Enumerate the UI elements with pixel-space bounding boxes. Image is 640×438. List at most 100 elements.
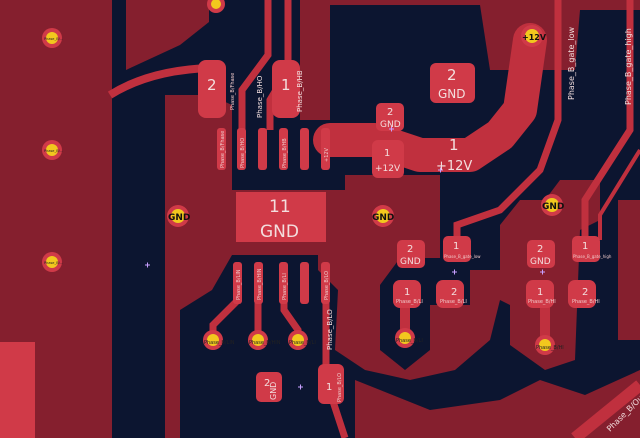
label-ic-bot-3: Phase_B/LI: [282, 273, 288, 300]
ic-pin-top-3[interactable]: [258, 128, 267, 170]
label-gnd-pad-num: 2: [447, 66, 457, 84]
via-lin[interactable]: [203, 330, 223, 350]
ic-pin-top-1[interactable]: [217, 128, 226, 170]
label-phase-ho: Phase_B/HO: [256, 75, 264, 118]
connector-pad-1-upper[interactable]: [272, 60, 300, 118]
res-r-pad-2[interactable]: [568, 280, 596, 308]
label-gnd-r1-num: 2: [537, 244, 543, 255]
ic-pin-top-2[interactable]: [237, 128, 246, 170]
via-hi[interactable]: [535, 335, 555, 355]
label-gate-high-num: 1: [582, 241, 588, 252]
label-res-r-net1: Phase_B/HI: [528, 299, 556, 305]
label-gnd-small-num: 2: [387, 107, 393, 118]
label-gnd-via-center: GND: [372, 213, 394, 223]
copper-pour-right-edge: [618, 200, 640, 340]
ic-pin-bot-4[interactable]: [300, 262, 309, 304]
gnd-via-right[interactable]: [541, 194, 563, 216]
label-pad11-net: GND: [260, 222, 299, 242]
label-gnd-small-net: GND: [380, 120, 401, 130]
label-gnd-l1-net: GND: [400, 257, 421, 267]
via-left-3[interactable]: [42, 252, 62, 272]
label-res-l-2: 2: [451, 287, 457, 298]
trace-gate-high: [581, 0, 634, 240]
gnd-via-center[interactable]: [372, 205, 394, 227]
copper-pour-upper: [126, 0, 209, 70]
label-pad2-upper: 2: [207, 76, 217, 94]
label-gate-high: Phase_B_gate_high: [624, 28, 633, 105]
via-hin[interactable]: [248, 330, 268, 350]
label-phase-hb: Phase_B/HB: [296, 70, 304, 112]
res-r-pad-1[interactable]: [526, 280, 554, 308]
via-left-2[interactable]: [42, 140, 62, 160]
label-12v-bubble: +12V: [522, 33, 547, 42]
gnd-pad-small[interactable]: [376, 103, 404, 131]
label-gate-low: Phase_B_gate_low: [567, 26, 576, 100]
exposed-pad-11[interactable]: [236, 192, 326, 242]
label-pad1-upper: 1: [281, 76, 291, 94]
via-top-right[interactable]: [207, 0, 225, 13]
via-li-bottom[interactable]: [288, 330, 308, 350]
gate-high-pad[interactable]: [572, 236, 600, 262]
label-phase-fhase: Phase_B/Fhase: [230, 73, 236, 110]
ic-pin-top-4[interactable]: [279, 128, 288, 170]
gnd-pad-large[interactable]: [430, 63, 475, 103]
label-ic-bot-1: Phase_B/LIN: [236, 269, 242, 300]
trace-ho: [238, 0, 272, 130]
label-via-li: Phase_B/LI: [396, 338, 423, 344]
label-via-c: Phase_B/LI: [289, 340, 316, 346]
label-gnd-l1-num: 2: [407, 244, 413, 255]
label-ic-bot-4: Phase_B/LO: [324, 271, 330, 300]
label-res-l-1: 1: [404, 287, 410, 298]
grid-markers: [145, 126, 545, 390]
label-via-left-1: Phase_B/...: [44, 37, 63, 41]
copper-pour-bottom-right: [355, 370, 640, 438]
label-via-left-2: Phase_B/...: [44, 149, 63, 153]
gnd-pad-r1[interactable]: [527, 240, 555, 268]
label-ic-bot-2: Phase_B/HIN: [257, 268, 263, 300]
label-res-r-2: 2: [582, 287, 588, 298]
label-res-r-net2: Phase_B/HI: [572, 299, 600, 305]
label-p12v-small-net: +12V: [375, 164, 401, 174]
label-p12v-pad-num: 1: [449, 136, 459, 154]
label-res-l-net2: Phase_B/LI: [440, 299, 467, 305]
label-gnd-bottom-num: 2: [264, 378, 270, 389]
gate-low-pad[interactable]: [443, 236, 471, 262]
label-via-left-3: Phase_B/...: [44, 261, 63, 265]
label-gate-high-net: Phase_B_gate_high: [573, 254, 612, 259]
lo-pad[interactable]: [318, 364, 344, 404]
ic-pin-top-5[interactable]: [300, 128, 309, 170]
trace-12v-plane: [313, 23, 547, 172]
via-12v-bubble[interactable]: [521, 25, 543, 47]
component-bottom-left[interactable]: [0, 342, 35, 438]
label-p12v-small-num: 1: [384, 148, 390, 159]
ic-pin-bot-2[interactable]: [254, 262, 263, 304]
label-lo-trace: Phase_B/LO: [326, 309, 334, 350]
ic-pin-bot-3[interactable]: [279, 262, 288, 304]
p12v-pad-small[interactable]: [372, 140, 404, 178]
res-l-pad-1[interactable]: [393, 280, 421, 308]
gnd-via-left[interactable]: [167, 205, 189, 227]
label-lo-pad-num: 1: [326, 382, 332, 393]
label-gate-low-num: 1: [453, 241, 459, 252]
trace-gate-high-edge: [598, 148, 640, 240]
ic-pin-bot-5[interactable]: [321, 262, 330, 304]
label-gnd-r1-net: GND: [530, 257, 551, 267]
label-ic-top-4: +12V: [324, 147, 330, 162]
label-gnd-via-right: GND: [542, 202, 564, 212]
connector-pad-2-upper[interactable]: [198, 60, 226, 118]
label-ic-top-1: Phase_B/Fhase: [220, 131, 226, 168]
gnd-pad-bottom[interactable]: [256, 372, 282, 402]
label-gnd-via-left: GND: [168, 213, 190, 223]
label-res-r-1: 1: [537, 287, 543, 298]
gnd-pad-l1[interactable]: [397, 240, 425, 268]
label-lo-pad-net: Phase_B/LO: [337, 373, 343, 402]
ic-pin-bot-1[interactable]: [233, 262, 242, 304]
via-li[interactable]: [395, 328, 415, 348]
trace-out-edge: [571, 380, 640, 438]
via-left-1[interactable]: [42, 28, 62, 48]
res-l-pad-2[interactable]: [436, 280, 464, 308]
label-ic-top-3: Phase_B/HB: [282, 138, 288, 168]
label-p12v-pad-net: +12V: [436, 159, 472, 174]
ic-pin-top-6[interactable]: [321, 128, 330, 170]
